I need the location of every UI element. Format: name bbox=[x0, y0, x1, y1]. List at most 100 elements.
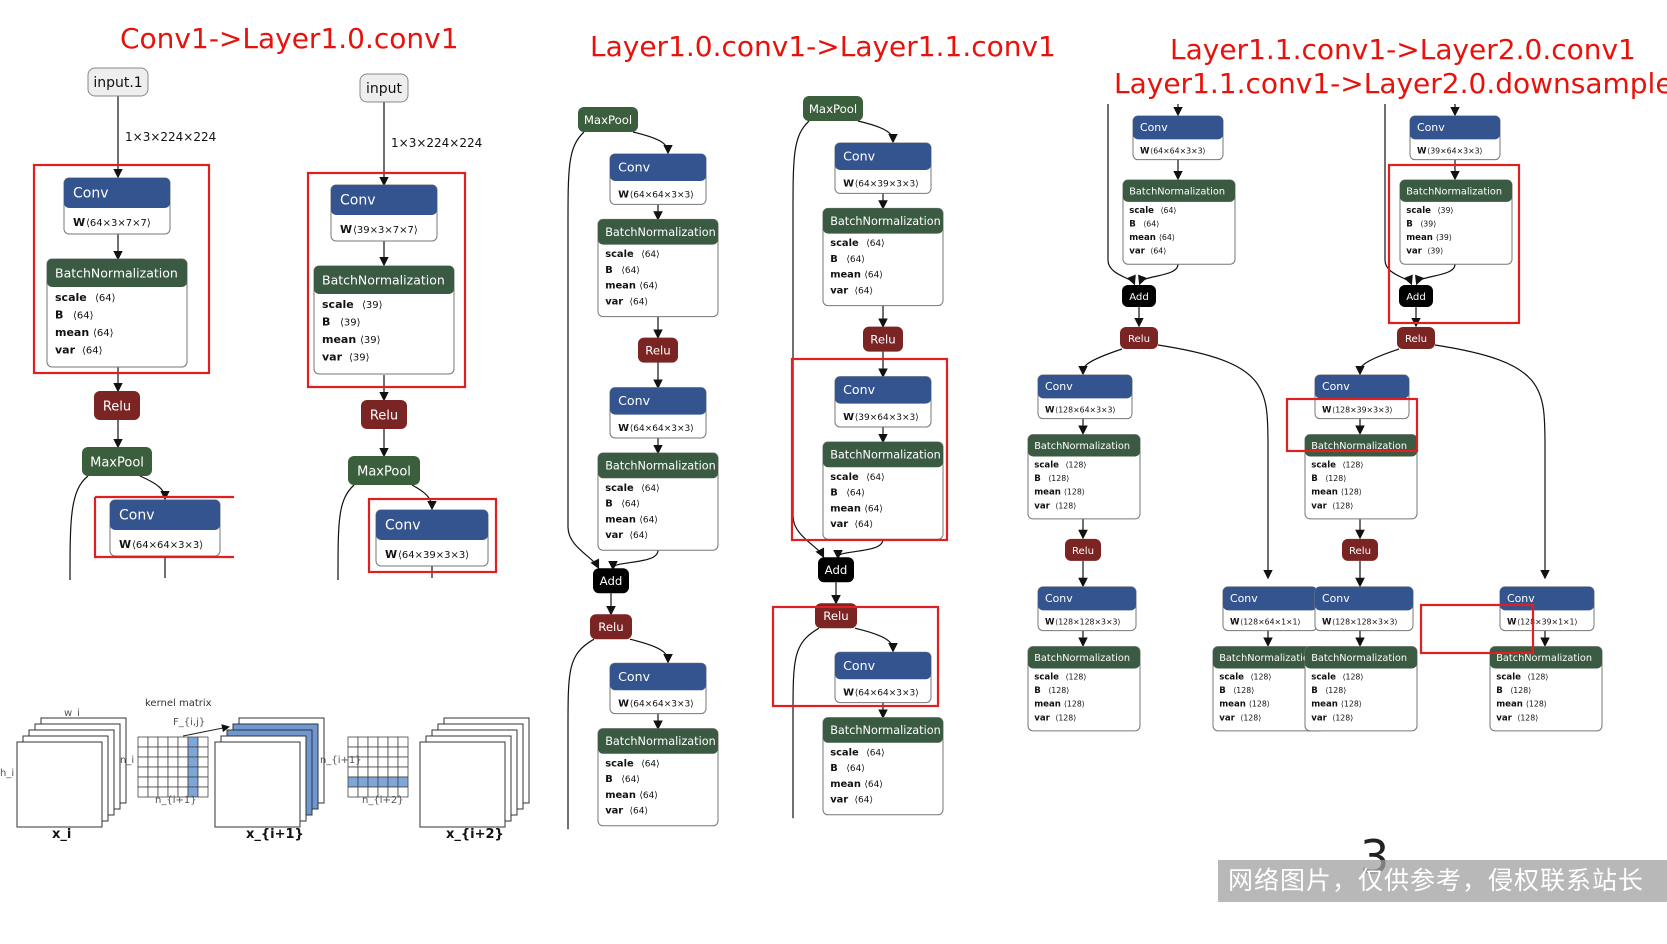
p1b-bn[interactable]: BatchNormalizationscale⟨39⟩B⟨39⟩mean⟨39⟩… bbox=[313, 265, 455, 375]
kernel-matrix-2-cell bbox=[347, 766, 359, 778]
p3a-bn1-var-value: ⟨64⟩ bbox=[1150, 247, 1166, 256]
panel3-title-line1: Layer1.1.conv1->Layer2.0.conv1 bbox=[1170, 33, 1636, 66]
p3a-bn1-header bbox=[1123, 180, 1235, 202]
p2a-bn3[interactable]: BatchNormalizationscale⟨64⟩B⟨64⟩mean⟨64⟩… bbox=[597, 728, 719, 827]
p2b-bn1-B-value: ⟨64⟩ bbox=[846, 255, 864, 265]
p3b-bn3-var-value: ⟨128⟩ bbox=[1332, 713, 1353, 722]
p3b-ds-bn[interactable]: BatchNormalizationscale⟨128⟩B⟨128⟩mean⟨1… bbox=[1489, 646, 1603, 732]
p1a-relu-label: Relu bbox=[103, 400, 131, 415]
p3b-bn2-B-value: ⟨128⟩ bbox=[1325, 474, 1346, 483]
edge bbox=[69, 475, 89, 581]
p3a-bn1-title: BatchNormalization bbox=[1129, 186, 1225, 197]
panel2-title: Layer1.0.conv1->Layer1.1.conv1 bbox=[590, 30, 1056, 63]
titles-layer: Conv1->Layer1.0.conv1 Layer1.0.conv1->La… bbox=[120, 22, 1667, 100]
edge bbox=[833, 539, 884, 560]
p3a-ds-conv-w-shape: ⟨128×64×1×1⟩ bbox=[1240, 618, 1300, 627]
p2a-relu2[interactable]: Relu bbox=[590, 614, 632, 640]
p1a-bn[interactable]: BatchNormalizationscale⟨64⟩B⟨64⟩mean⟨64⟩… bbox=[46, 258, 188, 368]
p3b-bn2-scale-value: ⟨128⟩ bbox=[1342, 460, 1363, 469]
p2a-maxpool-label: MaxPool bbox=[584, 113, 632, 127]
p3a-bn1[interactable]: BatchNormalizationscale⟨64⟩B⟨64⟩mean⟨64⟩… bbox=[1122, 179, 1236, 265]
p2b-bn1[interactable]: BatchNormalizationscale⟨64⟩B⟨64⟩mean⟨64⟩… bbox=[822, 207, 944, 307]
p2a-bn3-mean-key: mean bbox=[605, 790, 636, 801]
p3a-bn2[interactable]: BatchNormalizationscale⟨128⟩B⟨128⟩mean⟨1… bbox=[1027, 434, 1141, 520]
p3b-bn1[interactable]: BatchNormalizationscale⟨39⟩B⟨39⟩mean⟨39⟩… bbox=[1399, 179, 1513, 265]
p3a-bn3-var-value: ⟨128⟩ bbox=[1055, 713, 1076, 722]
p3b-relu2[interactable]: Relu bbox=[1342, 538, 1378, 561]
p2b-maxpool[interactable]: MaxPool bbox=[803, 96, 863, 121]
p3b-bn3[interactable]: BatchNormalizationscale⟨128⟩B⟨128⟩mean⟨1… bbox=[1304, 646, 1418, 732]
p2a-maxpool[interactable]: MaxPool bbox=[578, 107, 638, 132]
p1a-maxpool[interactable]: MaxPool bbox=[82, 447, 152, 476]
p3b-bn2-B-key: B bbox=[1311, 474, 1318, 484]
p2a-bn1-B-value: ⟨64⟩ bbox=[621, 266, 639, 276]
p2b-relu2[interactable]: Relu bbox=[815, 603, 857, 629]
p3a-ds-bn[interactable]: BatchNormalizationscale⟨128⟩B⟨128⟩mean⟨1… bbox=[1212, 646, 1326, 732]
p3a-add[interactable]: Add bbox=[1122, 285, 1156, 307]
panel3-title-line2: Layer1.1.conv1->Layer2.0.downsample.0 bbox=[1114, 67, 1667, 100]
kernel-matrix-2-cell bbox=[367, 776, 379, 788]
p3b-bn2[interactable]: BatchNormalizationscale⟨128⟩B⟨128⟩mean⟨1… bbox=[1304, 434, 1418, 520]
p1b-bn-scale-key: scale bbox=[322, 298, 354, 311]
p3b-ds-bn-var-value: ⟨128⟩ bbox=[1517, 713, 1538, 722]
p2a-relu2-label: Relu bbox=[598, 620, 623, 634]
kernel-matrix-1-cell bbox=[167, 766, 179, 778]
kernel-matrix-1-cell bbox=[187, 756, 199, 768]
p2a-bn2[interactable]: BatchNormalizationscale⟨64⟩B⟨64⟩mean⟨64⟩… bbox=[597, 452, 719, 551]
p3a-bn2-mean-key: mean bbox=[1034, 488, 1061, 498]
p1b-relu[interactable]: Relu bbox=[361, 400, 407, 429]
p3a-conv3-w-label: W bbox=[1045, 618, 1055, 628]
edge bbox=[629, 638, 673, 664]
p2a-relu1[interactable]: Relu bbox=[638, 337, 678, 363]
kernel-matrix-1-cell bbox=[187, 776, 199, 788]
p1a-relu[interactable]: Relu bbox=[94, 391, 140, 420]
p1a-next-conv-w-label: W bbox=[119, 538, 131, 551]
kernel-matrix-1-cell bbox=[177, 736, 189, 748]
p2a-add[interactable]: Add bbox=[593, 568, 629, 594]
p2b-bn3[interactable]: BatchNormalizationscale⟨64⟩B⟨64⟩mean⟨64⟩… bbox=[822, 717, 944, 816]
p3a-relu1-shape bbox=[1120, 327, 1158, 349]
p1a-input-node[interactable]: input.1 bbox=[87, 67, 149, 97]
p2a-bn2-B-value: ⟨64⟩ bbox=[621, 500, 639, 510]
p3a-relu1[interactable]: Relu bbox=[1120, 327, 1158, 349]
p2b-relu1[interactable]: Relu bbox=[863, 326, 903, 352]
p3a-bn3-title: BatchNormalization bbox=[1034, 653, 1130, 664]
kernel-matrix-1-cell bbox=[197, 786, 209, 798]
p3b-relu1[interactable]: Relu bbox=[1397, 327, 1435, 349]
p1b-maxpool[interactable]: MaxPool bbox=[348, 456, 420, 485]
p2a-add-shape bbox=[593, 568, 629, 594]
p2a-maxpool-shape bbox=[578, 107, 638, 132]
p1a-next-conv-header bbox=[110, 500, 220, 530]
p3a-bn3[interactable]: BatchNormalizationscale⟨128⟩B⟨128⟩mean⟨1… bbox=[1027, 646, 1141, 732]
p3b-add[interactable]: Add bbox=[1399, 285, 1433, 307]
kernel-matrix-2-cell bbox=[367, 756, 379, 768]
p2a-bn1[interactable]: BatchNormalizationscale⟨64⟩B⟨64⟩mean⟨64⟩… bbox=[597, 218, 719, 318]
p3a-relu2[interactable]: Relu bbox=[1065, 538, 1101, 561]
p2b-bn2-mean-value: ⟨64⟩ bbox=[864, 504, 882, 514]
p2b-add[interactable]: Add bbox=[818, 557, 854, 583]
p1a-input-node-label: input.1 bbox=[93, 75, 142, 91]
p2b-bn3-mean-key: mean bbox=[830, 779, 861, 790]
p3b-bn3-var-key: var bbox=[1311, 713, 1327, 723]
kernel-matrix-1-cell bbox=[147, 756, 159, 768]
p1b-input-node[interactable]: input bbox=[359, 73, 409, 103]
p2b-bn2[interactable]: BatchNormalizationscale⟨64⟩B⟨64⟩mean⟨64⟩… bbox=[822, 441, 944, 540]
